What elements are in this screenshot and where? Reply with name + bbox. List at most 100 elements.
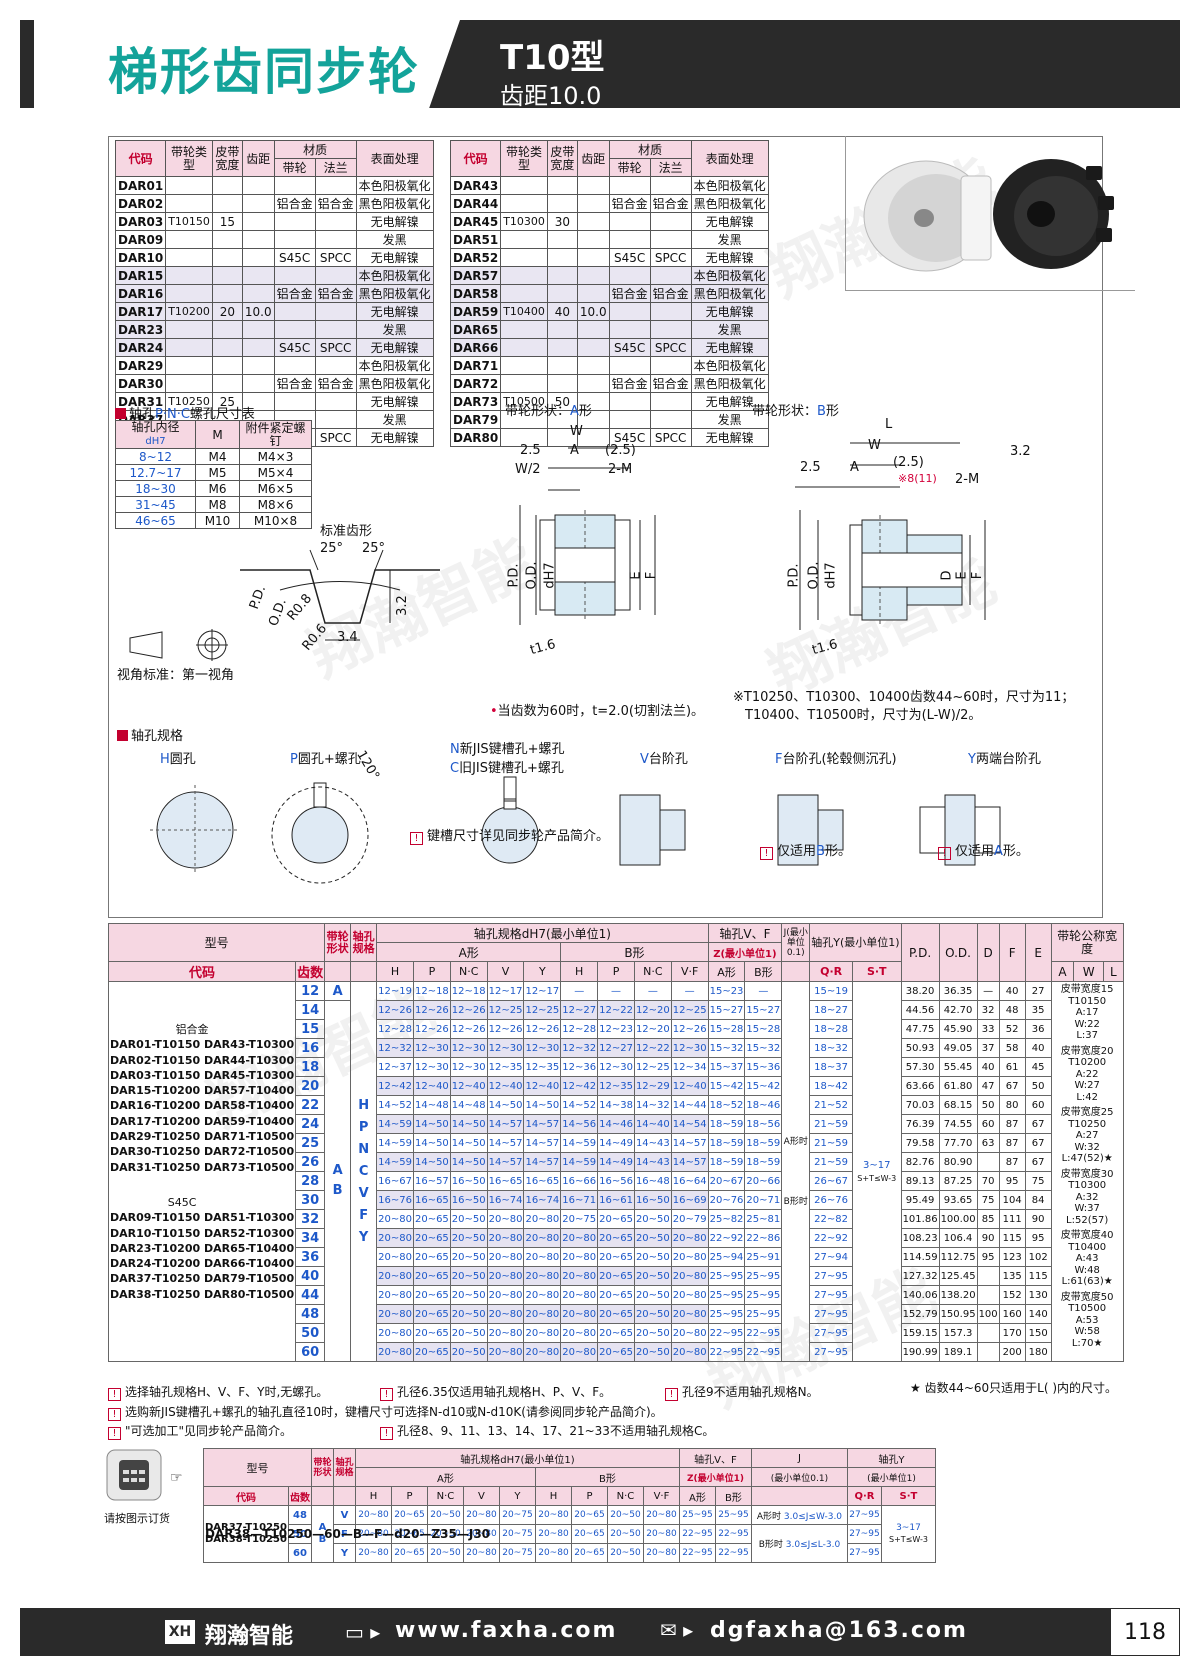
bore-y: Y两端台阶孔 [968, 752, 1041, 767]
page-title: 梯形齿同步轮 [108, 43, 420, 101]
shape-b-pd: P.D. [786, 563, 802, 588]
tooth-dim-1: 3.2 [394, 595, 410, 616]
note-2: !孔径6.35仅适用轴孔规格H、P、V、F。 [380, 1383, 611, 1401]
col-width: 皮带宽度 [546, 140, 578, 177]
footer-web[interactable]: www.faxha.com [395, 1618, 618, 1643]
tooth-angle-2: 25° [362, 541, 386, 556]
shape-b-f: F [970, 571, 986, 580]
spec-frame [108, 136, 1103, 918]
shape-a-d: dH7 [542, 562, 558, 589]
shape-a-f: F [644, 571, 660, 580]
shape-a-pd: P.D. [506, 563, 522, 588]
col-material: 材质 [608, 140, 692, 159]
view-standard-icon [126, 628, 236, 666]
tooth-label: 标准齿形 [320, 524, 373, 539]
bore-h: H圆孔 [160, 752, 196, 767]
pitch-subtitle: 齿距10.0 [500, 82, 602, 110]
shape-b-diagram [780, 425, 990, 669]
bore-n: N新JIS键槽孔+螺孔 [450, 742, 565, 757]
footer-mail[interactable]: dgfaxha@163.com [710, 1618, 968, 1643]
shape-a-25: 2.5 [520, 443, 541, 458]
footer-brand: 翔瀚智能 [205, 1624, 294, 1649]
col-type: 带轮类型 [500, 140, 548, 177]
shape-b-od: O.D. [806, 561, 822, 590]
tooth-profile-diagram [240, 545, 440, 669]
model-title: T10型 [500, 38, 605, 78]
note-5: !选购新JIS键槽孔+螺孔的轴孔直径10时，键槽尺寸可选择N-d10或N-d10… [108, 1403, 663, 1421]
shape-b-m: 2-M [955, 472, 980, 487]
product-photo [845, 136, 1135, 291]
shape-b-title: 带轮形状：B形 [752, 404, 839, 419]
roughness-mark: 3.2 [1010, 444, 1031, 459]
shape-b-25b: (2.5) [893, 455, 924, 470]
shape-a-diagram [500, 420, 680, 669]
shape-a-w: W [570, 424, 583, 439]
col-width: 皮带宽度 [211, 140, 243, 177]
page-header: 梯形齿同步轮 T10型 齿距10.0 [20, 20, 1180, 110]
page-number: 118 [1110, 1608, 1180, 1656]
monitor-icon: ▭ ▸ [345, 1620, 381, 1644]
mail-icon: ✉ ▸ [660, 1618, 694, 1642]
shape-b-25: 2.5 [800, 460, 821, 475]
shape-b-l: L [885, 417, 893, 432]
bore-p: P圆孔+螺孔 [290, 752, 361, 767]
bore-diagrams [150, 775, 1070, 889]
shape-b-w: W [868, 438, 881, 453]
note-6: !"可选加工"见同步轮产品简介。 [108, 1422, 292, 1440]
bore-title: 轴孔规格 [117, 725, 183, 744]
tooth-angle-1: 25° [320, 541, 344, 556]
shape-a-e: E [628, 571, 644, 580]
shape-a-m: 2-M [608, 462, 633, 477]
col-pitch: 齿距 [576, 140, 610, 177]
bore-note-a: !仅适用A形。 [938, 840, 1029, 860]
order-example: DAR38—T10250—60—B—F—d20—Z35—J30 [205, 1527, 491, 1541]
screw-table-title: 轴孔P·N·C螺孔尺寸表 [115, 403, 255, 422]
shape-b-e: E [954, 571, 970, 580]
bore-c: C旧JIS键槽孔+螺孔 [450, 761, 564, 776]
pointing-hand-icon: ☞ [170, 1470, 183, 1486]
shape-a-25b: (2.5) [605, 443, 636, 458]
shape-b-dd: D [939, 570, 955, 581]
col-surface: 表面处理 [355, 140, 434, 177]
col-pitch: 齿距 [241, 140, 275, 177]
col-surface: 表面处理 [690, 140, 769, 177]
shape-b-811: ※8(11) [898, 472, 937, 485]
bore-note-key: !键槽尺寸详见同步轮产品简介。 [410, 825, 609, 845]
col-mat-wheel: 带轮 [273, 158, 316, 177]
shape-b-a: A [850, 460, 859, 475]
shape-a-w2: W/2 [515, 462, 541, 477]
